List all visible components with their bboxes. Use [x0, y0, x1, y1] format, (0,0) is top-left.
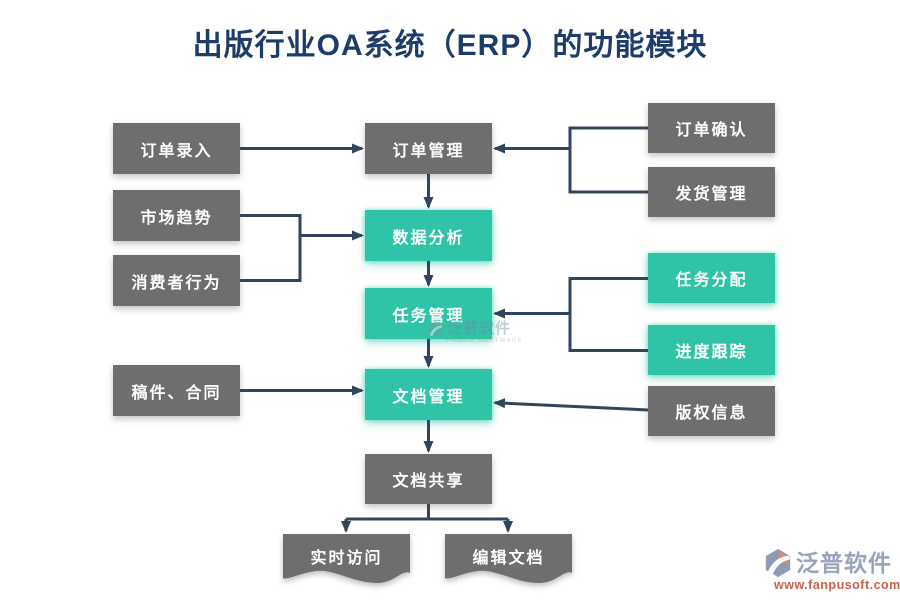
connector-copyright-to-document-management — [493, 398, 649, 412]
node-label: 编辑文档 — [472, 550, 545, 567]
node-label: 实时访问 — [310, 550, 383, 567]
node-label: 文档共享 — [392, 473, 465, 490]
node-label: 任务分配 — [675, 272, 748, 289]
node-task-management: 任务管理 — [365, 288, 492, 339]
node-label: 数据分析 — [392, 229, 465, 247]
node-realtime-access: 实时访问 — [283, 534, 410, 586]
watermark-subtext: FANPU SOFTWARE — [447, 338, 524, 344]
node-document-sharing: 文档共享 — [365, 454, 492, 504]
node-label: 发货管理 — [675, 186, 748, 203]
node-copyright-info: 版权信息 — [648, 386, 775, 436]
node-label: 任务管理 — [392, 307, 465, 325]
node-label: 订单录入 — [140, 142, 213, 160]
watermark-text: 泛普软件 — [447, 320, 512, 337]
node-label: 版权信息 — [675, 405, 748, 422]
node-order-confirmation: 订单确认 — [648, 103, 775, 153]
watermark: 泛普软件 FANPU SOFTWARE — [427, 321, 523, 344]
node-label: 市场趋势 — [140, 209, 213, 227]
node-task-assignment: 任务分配 — [648, 253, 775, 303]
node-label: 订单确认 — [675, 122, 748, 139]
node-data-analysis: 数据分析 — [365, 210, 492, 261]
connector-document-sharing-split — [346, 504, 508, 521]
node-label: 订单管理 — [392, 142, 465, 160]
connector-assignment-tracking-bracket — [568, 277, 648, 352]
node-label: 稿件、合同 — [131, 384, 222, 402]
node-label: 消费者行为 — [131, 274, 222, 292]
document-shape-icon — [445, 534, 572, 583]
connector-confirmation-shipping-bracket — [568, 126, 648, 194]
page-title: 出版行业OA系统（ERP）的功能模块 — [192, 29, 708, 62]
node-document-management: 文档管理 — [365, 369, 492, 420]
watermark-logo-icon — [428, 321, 443, 338]
node-shipping-management: 发货管理 — [648, 167, 775, 217]
connector-market-consumer-bracket — [240, 214, 302, 282]
node-consumer-behavior: 消费者行为 — [113, 255, 240, 306]
node-market-trend: 市场趋势 — [113, 190, 240, 241]
brand-name: 泛普软件 — [796, 549, 892, 576]
node-label: 文档管理 — [392, 388, 465, 406]
node-order-management: 订单管理 — [365, 123, 492, 174]
node-manuscript-contract: 稿件、合同 — [113, 365, 240, 416]
document-shape-icon — [283, 534, 410, 583]
node-edit-document: 编辑文档 — [445, 534, 572, 586]
fanpu-logo-icon — [765, 548, 791, 578]
node-order-entry: 订单录入 — [113, 123, 240, 174]
node-label: 进度跟踪 — [675, 344, 748, 361]
brand-url: www.fanpusoft.com — [774, 578, 900, 592]
brand-logo: 泛普软件 www.fanpusoft.com — [763, 548, 900, 593]
node-progress-tracking: 进度跟踪 — [648, 325, 775, 375]
